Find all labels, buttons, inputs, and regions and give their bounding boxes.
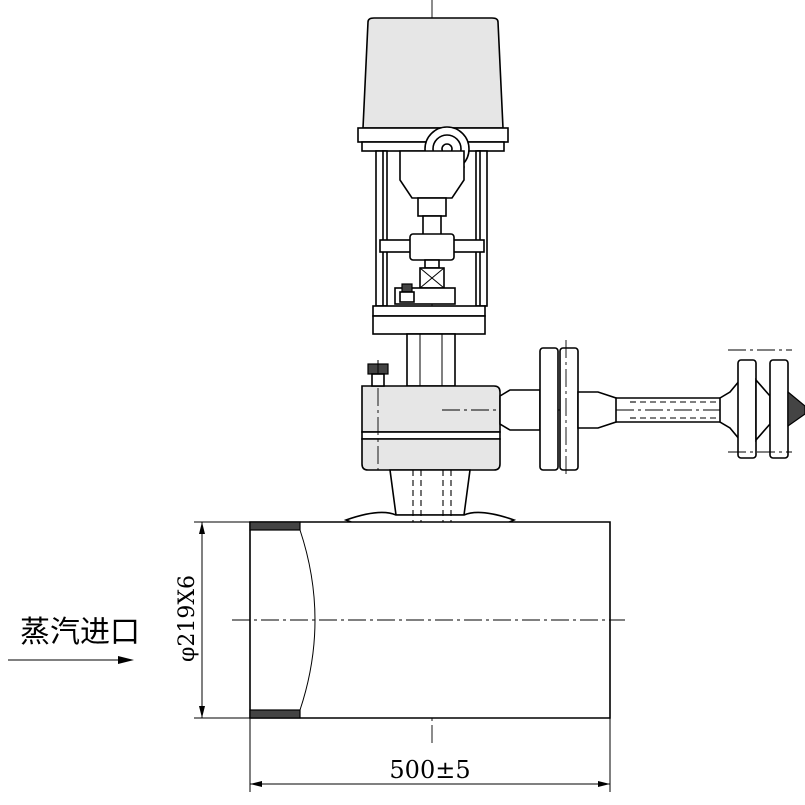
diameter-label: φ219X6 — [175, 575, 200, 662]
diameter-dimension: φ219X6 — [175, 521, 250, 719]
main-pipe — [232, 521, 625, 719]
steam-inlet: 蒸汽进口 — [8, 615, 140, 664]
water-inlet-branch — [499, 340, 805, 478]
arrow-head-icon — [787, 390, 805, 428]
bonnet-neck — [406, 333, 456, 387]
actuator — [357, 17, 509, 172]
flow-arrow-icon — [118, 656, 134, 664]
steam-inlet-label: 蒸汽进口 — [20, 615, 140, 650]
length-label: 500±5 — [389, 756, 470, 784]
yoke — [372, 150, 488, 335]
length-dimension: 500±5 — [249, 718, 611, 792]
valve-body — [361, 360, 780, 471]
